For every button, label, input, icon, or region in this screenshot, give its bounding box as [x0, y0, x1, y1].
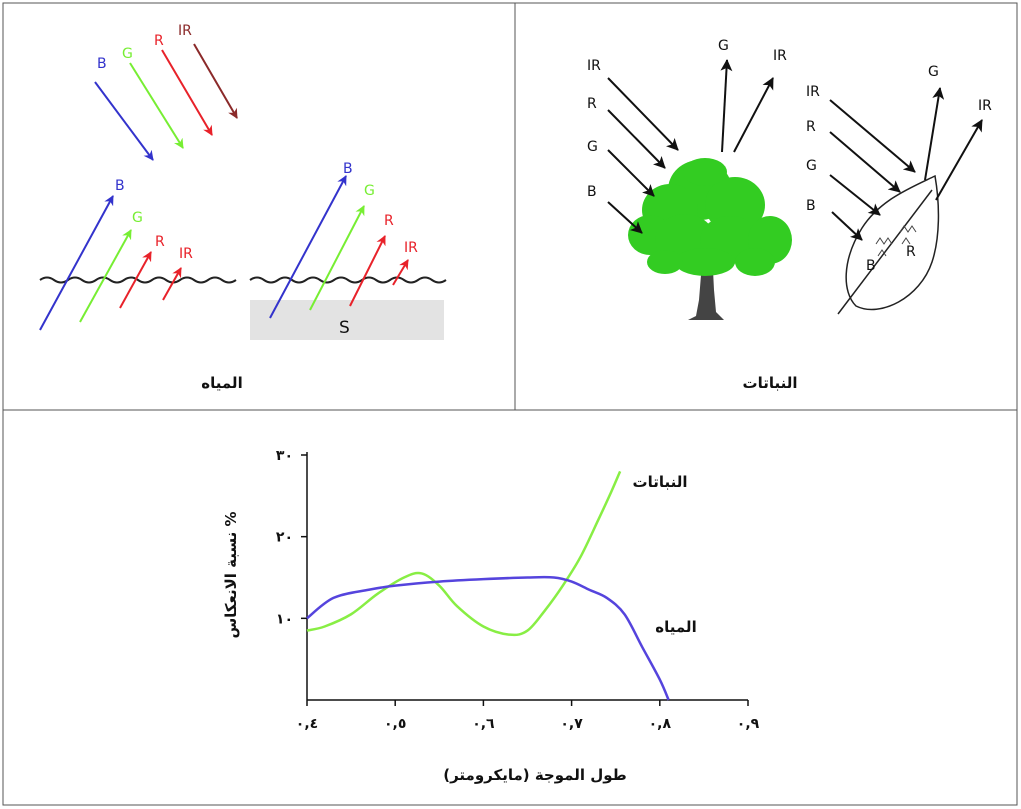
leaf-label-r: R	[806, 119, 816, 135]
shallow-label-g: G	[364, 183, 375, 199]
y-tick-label: ٣٠	[276, 448, 293, 464]
tree-label-ir: IR	[587, 58, 601, 74]
plants-panel: IR R G B G IR IR R G B G IR B R	[587, 38, 992, 392]
tree-label-r: R	[587, 96, 597, 112]
leaf-out-arrow-ir	[935, 119, 983, 201]
tree-in-arrow-r	[607, 109, 666, 169]
leaf-stem	[837, 189, 933, 315]
y-ticks: ١٠ ٢٠ ٣٠	[276, 448, 307, 627]
reflected-label-g: G	[132, 210, 143, 226]
leaf-out-label-g: G	[928, 64, 939, 80]
reflected-arrow-green	[79, 229, 132, 323]
incident-arrow-blue	[94, 81, 154, 161]
tree-in-arrow-g	[607, 149, 655, 197]
tree-out-label-ir: IR	[773, 48, 787, 64]
x-tick-label: ٠,٩	[737, 716, 760, 732]
x-ticks: ٠,٤ ٠,٥ ٠,٦ ٠,٧ ٠,٨ ٠,٩	[296, 700, 760, 732]
series-layer	[306, 470, 670, 701]
leaf-absorb-b-zigzag	[875, 237, 893, 257]
series-label-water: المياه	[655, 618, 696, 636]
plants-curve	[306, 470, 622, 637]
tree-canopy	[628, 158, 792, 276]
y-axis-label: نسبة الانعكاس %	[222, 511, 240, 638]
tree: IR R G B G IR	[587, 38, 792, 320]
water-caption: المياه	[201, 374, 242, 392]
incident-arrow-ir	[193, 43, 238, 119]
incident-label-ir: IR	[178, 23, 192, 39]
incident-rays: B G R IR	[94, 23, 238, 161]
reflected-arrow-red	[119, 251, 152, 309]
water-surface-wave	[39, 276, 237, 284]
tree-out-arrow-g	[720, 59, 733, 153]
series-label-plants: النباتات	[633, 473, 688, 491]
water-bottom	[250, 300, 444, 340]
x-tick-label: ٠,٧	[560, 716, 583, 732]
water-curve	[306, 575, 670, 701]
tree-in-arrow-b	[607, 201, 643, 234]
tree-trunk	[688, 250, 724, 320]
reflected-label-b: B	[115, 178, 125, 194]
leaf-out-arrow-g	[924, 87, 945, 181]
tree-label-g: G	[587, 139, 598, 155]
bottom-label-s: S	[339, 318, 350, 338]
shallow-arrow-green	[309, 205, 365, 311]
water-surface-wave-2	[249, 276, 447, 284]
tree-out-label-g: G	[718, 38, 729, 54]
shallow-label-r: R	[384, 213, 394, 229]
x-axis-label: طول الموجة (مايكرومتر)	[443, 766, 627, 784]
reflected-label-ir: IR	[179, 246, 193, 262]
tree-out-arrow-ir	[733, 77, 774, 153]
tree-label-b: B	[587, 184, 597, 200]
reflected-arrow-ir	[162, 267, 182, 301]
leaf-in-arrow-ir	[829, 99, 916, 173]
shallow-label-ir: IR	[404, 240, 418, 256]
shallow-label-b: B	[343, 161, 353, 177]
water-panel: B G R IR B G R IR B G R I	[39, 23, 447, 392]
tree-in-arrow-ir	[607, 77, 679, 151]
y-tick-label: ٢٠	[276, 530, 293, 546]
incident-label-r: R	[154, 33, 164, 49]
incident-arrow-green	[129, 62, 184, 149]
shallow-arrow-blue	[269, 175, 347, 319]
reflected-arrow-blue	[39, 195, 114, 331]
incident-arrow-red	[161, 49, 213, 136]
x-tick-label: ٠,٨	[649, 716, 672, 732]
leaf-label-ir: IR	[806, 84, 820, 100]
leaf-in-arrow-r	[829, 131, 901, 193]
reflectance-chart: ١٠ ٢٠ ٣٠ ٠,٤ ٠,٥ ٠,٦ ٠,٧ ٠,٨ ٠,٩ النباتات الميا…	[222, 448, 760, 784]
incident-label-b: B	[97, 56, 107, 72]
shallow-water: B G R IR S	[249, 161, 447, 340]
deep-water: B G R IR	[39, 178, 237, 331]
incident-label-g: G	[122, 46, 133, 62]
leaf-label-b: B	[806, 198, 816, 214]
reflected-label-r: R	[155, 234, 165, 250]
leaf-absorb-label-b: B	[866, 258, 876, 274]
shallow-arrow-ir	[392, 259, 409, 286]
shallow-arrow-red	[349, 235, 386, 307]
leaf-in-arrow-g	[829, 174, 881, 216]
leaf-out-label-ir: IR	[978, 98, 992, 114]
leaf-label-g: G	[806, 158, 817, 174]
leaf-absorb-r-zigzag	[899, 225, 917, 245]
leaf-in-arrow-b	[831, 211, 863, 241]
y-tick-label: ١٠	[276, 611, 293, 627]
leaf: IR R G B G IR B R	[806, 64, 992, 315]
x-tick-label: ٠,٦	[472, 716, 495, 732]
leaf-absorb-label-r: R	[906, 244, 916, 260]
x-tick-label: ٠,٥	[384, 716, 406, 732]
x-tick-label: ٠,٤	[296, 716, 318, 732]
plants-caption: النباتات	[743, 374, 798, 392]
